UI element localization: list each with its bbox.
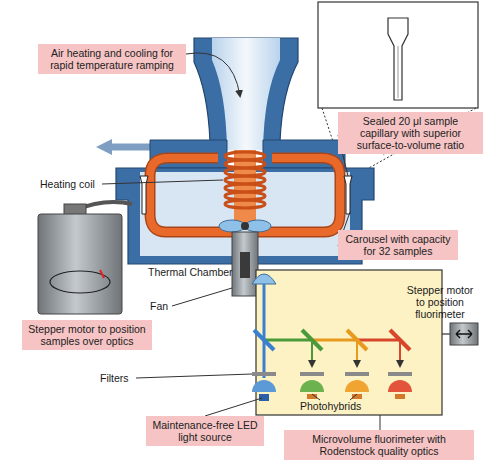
- fan-hub: [241, 222, 249, 230]
- light-beam: [357, 339, 400, 342]
- optical-filter: [252, 372, 276, 376]
- inset-frame: [318, 2, 478, 108]
- fan-motor: [232, 232, 258, 296]
- optics-lens: [252, 274, 276, 284]
- motion-arrow: [456, 330, 472, 338]
- led-dome: [252, 380, 276, 392]
- part-label: Stepper motor to position fluorimeter: [404, 284, 476, 320]
- callout-box: Maintenance-free LED light source: [146, 416, 264, 446]
- part-label: Photohybrids: [300, 400, 380, 412]
- leader-line: [172, 288, 232, 306]
- air-flow: [254, 158, 340, 232]
- leader-line: [136, 374, 252, 378]
- callout-text: Sealed 20 μl sample capillary with super…: [343, 115, 478, 151]
- callout-box: Air heating and cooling for rapid temper…: [38, 44, 186, 74]
- emission-arrow: [311, 342, 313, 366]
- leader-line: [380, 415, 381, 430]
- air-outlet: [108, 144, 150, 151]
- detector-dome: [388, 380, 412, 392]
- photohybrid-chip: [395, 394, 405, 399]
- part-label: Filters: [100, 372, 140, 384]
- callout-text: Microvolume fluorimeter with Rodenstock …: [289, 433, 469, 457]
- leader-line: [350, 394, 357, 400]
- part-label: Fan: [150, 300, 180, 312]
- rotation-mark: [100, 270, 104, 278]
- air-flow: [150, 158, 236, 232]
- emission-arrow: [356, 342, 358, 366]
- stepper-motor: [450, 323, 478, 345]
- coil-turn: [225, 200, 265, 208]
- optical-filter: [345, 372, 369, 376]
- leader-line: [205, 398, 262, 416]
- leader-line: [102, 180, 223, 184]
- callout-text: Carousel with capacity for 32 samples: [343, 233, 453, 257]
- air-outlet-head: [96, 139, 112, 155]
- optical-filter: [388, 372, 412, 376]
- motor-rotation: [50, 271, 110, 293]
- callout-box: Stepper motor to position samples over o…: [22, 320, 152, 350]
- leader-line: [312, 394, 320, 400]
- emission-arrow: [399, 342, 401, 366]
- callout-box: Sealed 20 μl sample capillary with super…: [338, 112, 483, 154]
- air-flow: [150, 158, 236, 232]
- air-flow: [234, 150, 256, 230]
- callout-text: Air heating and cooling for rapid temper…: [43, 47, 181, 71]
- fan-motor-detail: [240, 252, 250, 278]
- led-chip: [259, 394, 269, 401]
- detector-dome: [345, 380, 369, 392]
- callout-box: Carousel with capacity for 32 samples: [338, 230, 458, 260]
- leader-arrow: [186, 53, 240, 96]
- air-flow: [254, 158, 340, 232]
- part-label: Heating coil: [40, 178, 106, 190]
- capillary-drawing: [388, 18, 408, 100]
- callout-text: Maintenance-free LED light source: [151, 419, 259, 443]
- sample-capillary: [344, 176, 352, 214]
- light-beam: [263, 284, 266, 378]
- light-beam: [264, 339, 312, 342]
- heating-coil: [225, 152, 265, 208]
- dichroic-mirror: [254, 330, 274, 350]
- callout-box: Microvolume fluorimeter with Rodenstock …: [284, 430, 474, 460]
- sample-capillary: [140, 176, 148, 214]
- light-beam: [312, 339, 357, 342]
- stepper-motor: [38, 214, 122, 314]
- air-channel: [212, 38, 280, 150]
- capillary-bore: [398, 46, 399, 98]
- callout-text: Stepper motor to position samples over o…: [27, 323, 147, 347]
- part-label: Thermal Chamber: [148, 266, 238, 278]
- optical-filter: [300, 372, 324, 376]
- detector-dome: [300, 380, 324, 392]
